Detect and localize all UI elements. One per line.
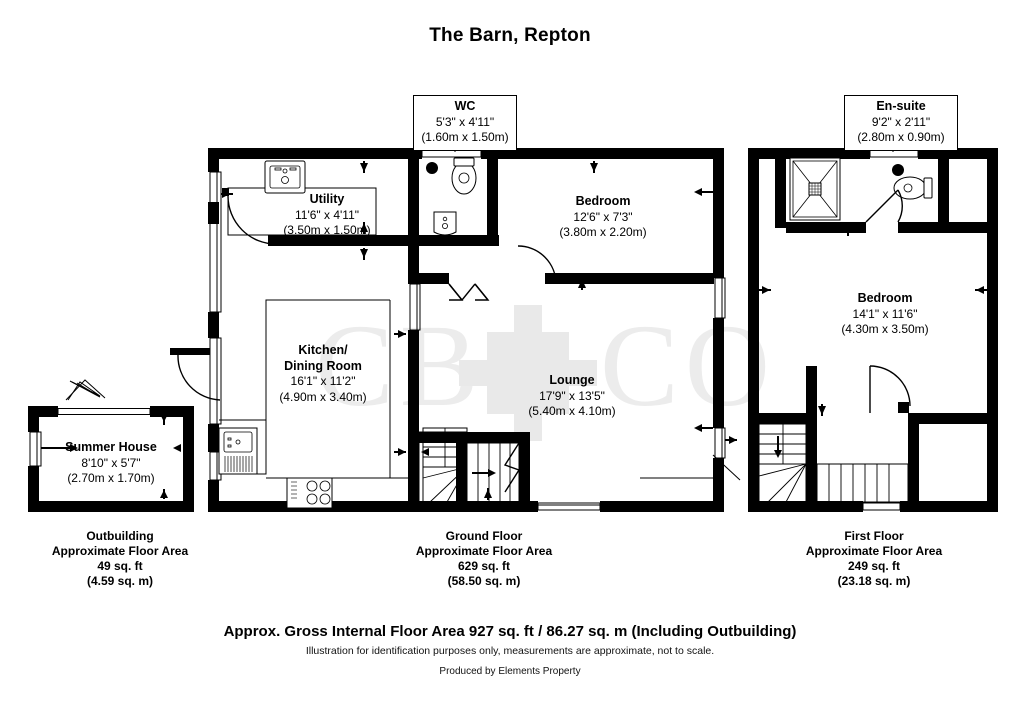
- room-dim-imperial-kitchen: 16'1" x 11'2": [290, 374, 356, 388]
- floor-caption-area-label-outbuilding: Approximate Floor Area: [51, 544, 189, 558]
- room-dim-metric-ensuite: (2.80m x 0.90m): [857, 130, 945, 144]
- footer-disclaimer: Illustration for identification purposes…: [305, 645, 715, 657]
- room-dim-imperial-bedroom-ground: 12'6" x 7'3": [573, 209, 633, 224]
- room-dim-metric-wc: (1.60m x 1.50m): [421, 130, 509, 144]
- room-dim-imperial-summer-house: 8'10" x 5'7": [81, 455, 141, 470]
- room-label-kitchen-dining: Kitchen/ Dining Room 16'1" x 11'2" (4.90…: [248, 343, 398, 405]
- room-dim-imperial-bedroom-first: 14'1" x 11'6": [852, 306, 918, 321]
- floor-caption-area-label-ground: Approximate Floor Area: [415, 544, 553, 558]
- room-label-utility: Utility 11'6" x 4'11" (3.50m x 1.50m): [258, 192, 396, 239]
- wc-fixtures: [426, 157, 477, 236]
- floor-caption-outbuilding: Outbuilding Approximate Floor Area 49 sq…: [20, 529, 220, 589]
- ensuite-door-swing: [865, 189, 903, 223]
- room-dim-metric-lounge: (5.40m x 4.10m): [528, 404, 616, 418]
- floor-caption-area-metric-outbuilding: (4.59 sq. m): [86, 574, 154, 588]
- room-name-kitchen-line1: Kitchen/: [298, 343, 348, 357]
- footer-gross-area: Approx. Gross Internal Floor Area 927 sq…: [223, 623, 797, 640]
- staircase-first: [758, 423, 909, 503]
- page-title: The Barn, Repton: [429, 25, 591, 46]
- floor-caption-first-floor: First Floor Approximate Floor Area 249 s…: [765, 529, 983, 589]
- room-dim-imperial-lounge: 17'9" x 13'5": [539, 388, 605, 403]
- bedroom-door-swing: [517, 245, 557, 285]
- room-name-wc: WC: [454, 99, 476, 113]
- room-dim-metric-kitchen: (4.90m x 3.40m): [279, 389, 367, 404]
- floor-caption-area-metric-first: (23.18 sq. m): [837, 574, 911, 588]
- room-name-bedroom-ground: Bedroom: [575, 194, 631, 208]
- floor-caption-name-outbuilding: Outbuilding: [86, 529, 154, 543]
- sink-fixture: [264, 160, 306, 194]
- double-door-hall: [448, 283, 490, 301]
- hob-fixture: [286, 477, 333, 509]
- room-name-summer-house: Summer House: [65, 440, 157, 454]
- toilet-fixture-ensuite: [893, 176, 933, 200]
- washing-machine-fixture: [218, 427, 258, 475]
- floor-caption-ground-floor: Ground Floor Approximate Floor Area 629 …: [375, 529, 593, 589]
- floor-caption-area-imperial-first: 249 sq. ft: [847, 559, 901, 573]
- room-label-ensuite: En-suite 9'2" x 2'11" (2.80m x 0.90m): [844, 95, 958, 151]
- room-label-bedroom-first: Bedroom 14'1" x 11'6" (4.30m x 3.50m): [812, 291, 958, 338]
- room-label-summer-house: Summer House 8'10" x 5'7" (2.70m x 1.70m…: [41, 440, 181, 487]
- floor-caption-area-imperial-ground: 629 sq. ft: [457, 559, 511, 573]
- room-dim-metric-bedroom-first: (4.30m x 3.50m): [841, 322, 929, 336]
- shower-tray-fixture: [789, 157, 841, 221]
- floor-caption-name-first: First Floor: [844, 529, 904, 543]
- room-dim-metric-summer-house: (2.70m x 1.70m): [67, 471, 155, 485]
- room-name-lounge: Lounge: [549, 373, 595, 387]
- room-dim-metric-bedroom-ground: (3.80m x 2.20m): [559, 225, 647, 239]
- room-dim-imperial-ensuite: 9'2" x 2'11": [871, 114, 931, 129]
- room-label-lounge: Lounge 17'9" x 13'5" (5.40m x 4.10m): [498, 373, 646, 420]
- room-label-bedroom-ground: Bedroom 12'6" x 7'3" (3.80m x 2.20m): [533, 194, 673, 241]
- floor-caption-area-metric-ground: (58.50 sq. m): [447, 574, 521, 588]
- room-name-kitchen-line2: Dining Room: [284, 358, 362, 373]
- room-dim-metric-utility: (3.50m x 1.50m): [283, 223, 371, 237]
- room-name-utility: Utility: [309, 192, 345, 206]
- room-dim-imperial-wc: 5'3" x 4'11": [435, 114, 495, 129]
- footer-producer: Produced by Elements Property: [439, 666, 581, 677]
- floor-caption-area-label-first: Approximate Floor Area: [805, 544, 943, 558]
- room-dim-imperial-utility: 11'6" x 4'11": [294, 207, 360, 222]
- floor-caption-name-ground: Ground Floor: [445, 529, 523, 543]
- bedroom-door-swing-first: [869, 365, 911, 413]
- room-name-ensuite: En-suite: [876, 99, 926, 113]
- room-name-bedroom-first: Bedroom: [857, 291, 913, 305]
- room-label-wc: WC 5'3" x 4'11" (1.60m x 1.50m): [413, 95, 517, 151]
- staircase-ground: [418, 427, 521, 503]
- floor-caption-area-imperial-outbuilding: 49 sq. ft: [97, 559, 143, 573]
